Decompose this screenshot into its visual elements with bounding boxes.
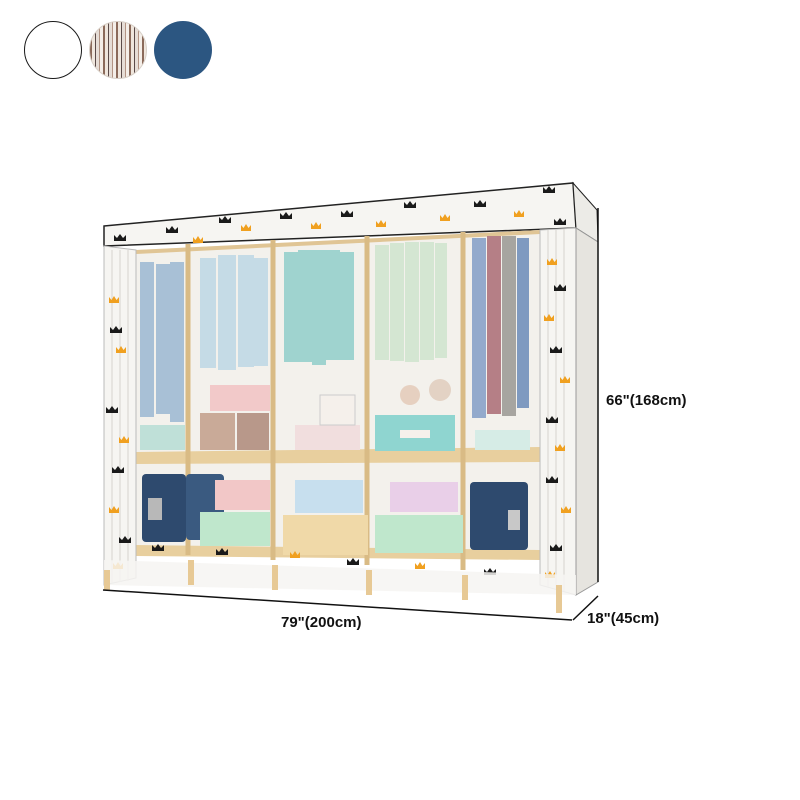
color-swatch-blue[interactable]: [154, 21, 212, 79]
color-options: [0, 0, 230, 100]
wardrobe-legs: [104, 560, 562, 613]
dimension-lines: [102, 208, 599, 621]
height-dimension-label: 66"(168cm): [606, 392, 687, 409]
middle-shelf-items: [140, 379, 530, 451]
color-swatch-white[interactable]: [24, 21, 82, 79]
bottom-shelf-items: [142, 474, 528, 555]
depth-dimension-label: 18"(45cm): [587, 610, 660, 627]
color-swatch-striped[interactable]: [89, 21, 147, 79]
hanging-clothes: [140, 236, 529, 422]
width-dimension-label: 79"(200cm): [281, 614, 362, 631]
